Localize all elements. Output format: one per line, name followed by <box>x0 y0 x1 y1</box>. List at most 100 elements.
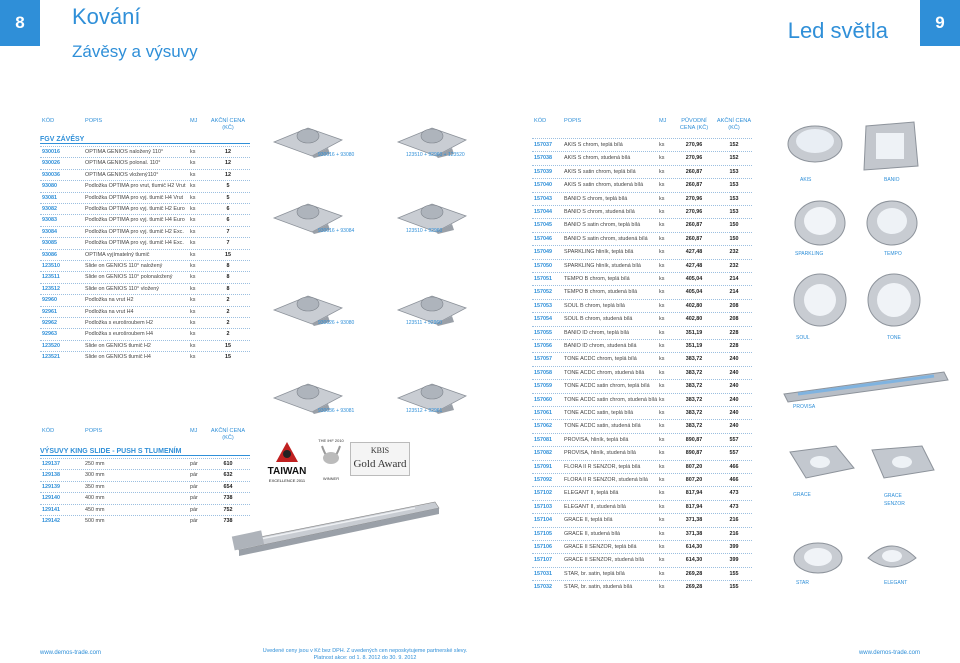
cell-desc: AKIS S satin chrom, teplá bílá <box>564 168 636 175</box>
cell-unit: pár <box>190 472 198 479</box>
cell-unit: ks <box>190 251 196 258</box>
cell-desc: BANIO S chrom, teplá bílá <box>564 195 628 202</box>
cell-desc: GRACE II SENZOR, studená bílá <box>564 557 644 564</box>
cell-code: 157059 <box>534 383 552 390</box>
cell-desc: Podložka na vrut H2 <box>85 297 134 304</box>
cell-orig: 817,94 <box>685 503 703 510</box>
page-subtitle-left: Závěsy a výsuvy <box>72 42 198 61</box>
label-star: STAR <box>796 580 809 586</box>
page-title-right: Led světla <box>787 18 888 43</box>
cell-desc: AKIS S chrom, studená bílá <box>564 155 631 162</box>
cell-orig: 383,72 <box>685 396 703 403</box>
cell-code: 930026 <box>42 160 60 167</box>
cell-code: 157081 <box>534 436 552 443</box>
cell-orig: 270,96 <box>685 209 703 215</box>
cell-orig: 383,72 <box>685 356 703 363</box>
cell-price: 6 <box>226 217 230 224</box>
cell-price: 5 <box>226 194 230 201</box>
cell-code: 93085 <box>42 240 57 247</box>
cell-code: 123511 <box>42 274 60 281</box>
cell-code: 157045 <box>534 222 552 229</box>
cell-orig: 383,72 <box>685 383 703 390</box>
cell-code: 129138 <box>42 472 60 479</box>
cell-price: 228 <box>729 343 739 349</box>
cell-orig: 351,19 <box>685 343 703 349</box>
cell-orig: 807,20 <box>685 463 703 470</box>
cell-code: 123512 <box>42 285 60 292</box>
cell-unit: ks <box>190 149 196 155</box>
cell-price: 155 <box>729 584 739 591</box>
cell-desc: OPTIMA GENIOS polonal. 110° <box>85 160 161 167</box>
cell-desc: FLORA II R SENZOR, studená bílá <box>564 477 648 483</box>
cell-orig: 371,38 <box>685 517 703 524</box>
cell-unit: ks <box>659 557 665 564</box>
cell-code: 157044 <box>534 209 552 215</box>
cell-orig: 427,48 <box>685 249 703 256</box>
hinge-caption: 123512 + 92961 <box>406 408 443 414</box>
cell-unit: ks <box>190 240 196 247</box>
cell-orig: 614,30 <box>685 544 703 550</box>
cell-price: 240 <box>729 423 739 430</box>
cell-code: 157105 <box>534 530 552 537</box>
cell-unit: ks <box>659 209 665 215</box>
cell-desc: Slide on GENIOS tlumič H2 <box>85 342 151 349</box>
footer-url-right[interactable]: www.demos-trade.com <box>858 650 920 656</box>
cell-price: 240 <box>729 396 739 403</box>
cell-unit: ks <box>190 171 196 178</box>
cell-code: 157031 <box>534 570 552 577</box>
col-code: KÓD <box>42 428 55 434</box>
cell-unit: ks <box>659 168 665 175</box>
hinge-image <box>272 203 343 234</box>
cell-unit: ks <box>190 285 196 292</box>
cell-desc: GRACE II, teplá bílá <box>564 517 613 524</box>
cell-price: 155 <box>729 570 739 577</box>
cell-price: 8 <box>226 263 230 269</box>
cell-desc: BANIO ID chrom, studená bílá <box>564 343 637 349</box>
cell-unit: ks <box>190 342 196 349</box>
cell-unit: pár <box>190 483 198 490</box>
col-price: AKČNÍ CENA (KČ) <box>716 118 752 131</box>
cell-desc: TONE ACDC satin chrom, teplá bílá <box>564 383 650 390</box>
label-akis: AKIS <box>800 177 812 183</box>
cell-unit: ks <box>659 142 665 148</box>
col-code: KÓD <box>534 118 547 124</box>
cell-code: 93086 <box>42 251 57 258</box>
cell-desc: 450 mm <box>85 506 105 513</box>
cell-unit: ks <box>659 222 665 229</box>
hinge-image <box>396 383 467 414</box>
cell-desc: OPTIMA GENIOS naložený 110° <box>85 149 164 155</box>
cell-code: 129142 <box>42 518 60 524</box>
cell-price: 208 <box>729 302 739 309</box>
cell-price: 2 <box>226 320 230 326</box>
cell-unit: ks <box>659 155 665 162</box>
cell-desc: Podložka OPTIMA pro vyj. tlumič H4 Vrut <box>85 194 184 201</box>
cell-code: 157050 <box>534 262 552 269</box>
cell-unit: ks <box>659 477 665 483</box>
grace-senzor-light <box>871 445 935 479</box>
cell-orig: 402,80 <box>685 316 703 323</box>
cell-code: 930016 <box>42 149 60 155</box>
cell-price: 15 <box>225 251 231 258</box>
footer-url-left[interactable]: www.demos-trade.com <box>40 650 102 656</box>
cell-unit: pár <box>190 506 198 513</box>
